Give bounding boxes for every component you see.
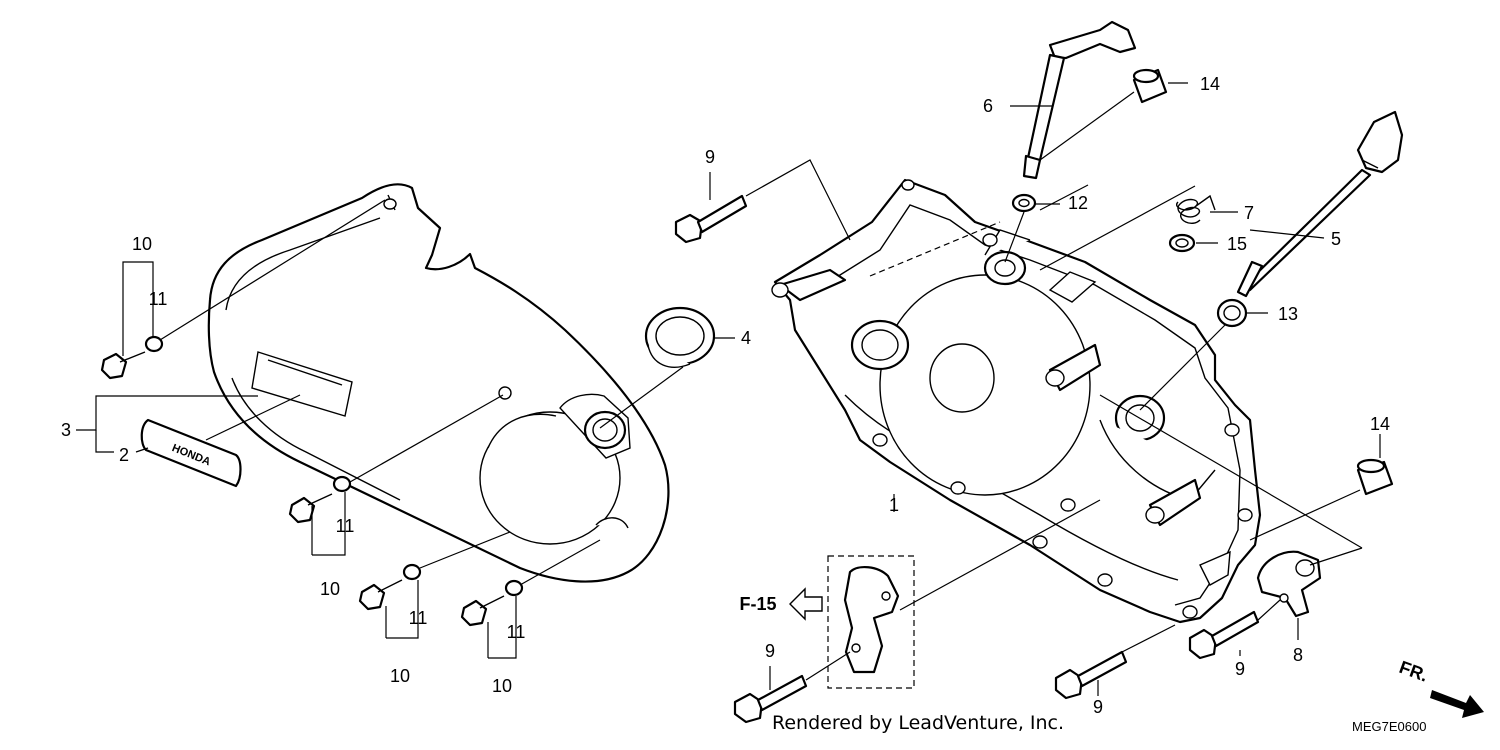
callout-8: 8 (1293, 645, 1303, 665)
callout-2: 2 (119, 445, 129, 465)
callout-9-right: 9 (1235, 659, 1245, 679)
callout-3: 3 (61, 420, 71, 440)
render-credit: Rendered by LeadVenture, Inc. (772, 712, 1065, 734)
spring-7 (1176, 194, 1216, 224)
left-outer-cover (207, 183, 670, 583)
bracket-8 (1256, 550, 1322, 618)
callout-10-lower-b: 10 (492, 676, 512, 696)
direction-label-fr: FR. (1397, 657, 1431, 686)
callout-11-upper: 11 (149, 289, 168, 309)
callout-11-mid: 11 (336, 516, 355, 536)
reference-label-f15: F-15 (739, 594, 776, 614)
bolt-9-lower-left (733, 674, 808, 724)
collar-14-top (1132, 68, 1168, 104)
collar-14-right (1356, 458, 1394, 496)
bolt-9-lower-mid (1054, 650, 1128, 700)
oil-seal-4 (644, 306, 716, 368)
callout-10-lower-a: 10 (390, 666, 410, 686)
dipstick-5 (1236, 110, 1404, 298)
callout-14-right: 14 (1370, 414, 1390, 434)
callout-6: 6 (983, 96, 993, 116)
bolt-9-top (674, 194, 748, 244)
bolt-10-upper (100, 335, 164, 380)
callout-5: 5 (1331, 229, 1341, 249)
callout-9-mid: 9 (1093, 697, 1103, 717)
callout-11-lower-b: 11 (507, 622, 526, 642)
diagram-code: MEG7E0600 (1352, 719, 1427, 734)
callout-15: 15 (1227, 234, 1247, 254)
nut-15 (1168, 233, 1196, 253)
reference-box-f15 (789, 555, 915, 689)
rod-6 (1022, 20, 1137, 180)
crankcase-cover-1 (771, 178, 1262, 624)
bolt-9-lower-right (1188, 610, 1260, 660)
callout-1: 1 (889, 495, 899, 515)
bolt-10-lower-b (460, 579, 524, 627)
callout-14-top: 14 (1200, 74, 1220, 94)
washer-12 (1011, 193, 1037, 213)
o-ring-13 (1216, 298, 1248, 328)
callout-12: 12 (1068, 193, 1088, 213)
leader-lines (76, 82, 1381, 696)
bolt-10-mid (288, 475, 352, 524)
callout-7: 7 (1244, 203, 1254, 223)
callout-10-upper: 10 (132, 234, 152, 254)
bolt-10-lower-a (358, 563, 422, 611)
callout-10-mid: 10 (320, 579, 340, 599)
front-direction-arrow (1430, 690, 1484, 718)
callout-9-left: 9 (765, 641, 775, 661)
callout-13: 13 (1278, 304, 1298, 324)
badge-emblem: HONDA (140, 418, 242, 488)
callout-11-lower-a: 11 (409, 608, 428, 628)
callout-4: 4 (741, 328, 751, 348)
callout-9-top: 9 (705, 147, 715, 167)
